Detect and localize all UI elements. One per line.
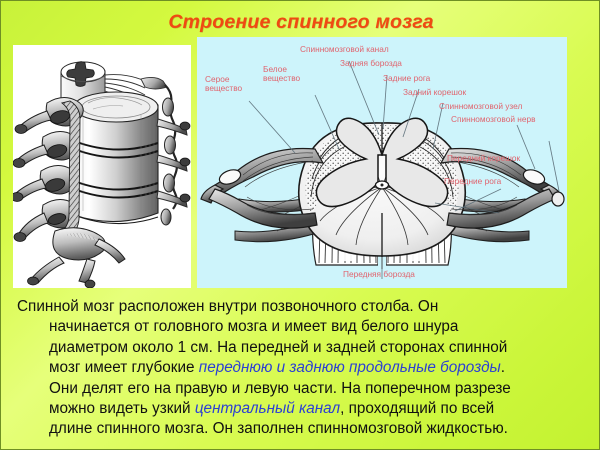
body-term-highlight: переднюю и заднюю продольные борозды <box>198 359 501 377</box>
vertebrae-drawing-svg <box>13 45 191 288</box>
nerve-tips-right <box>179 121 191 203</box>
diagram-label-posterior-horns: Задние рога <box>383 73 431 83</box>
body-line: мозг имеет глубокие переднюю и заднюю пр… <box>17 358 585 378</box>
body-text-run: диаметром около 1 см. На передней и задн… <box>49 338 508 356</box>
diagram-label-posterior-sulcus: Задняя борозда <box>340 58 402 68</box>
vertebral-body-cylinder <box>73 91 159 225</box>
body-text-run: . <box>500 359 506 377</box>
cross-section-svg <box>197 37 567 288</box>
body-term-highlight: центральный канал <box>194 400 341 418</box>
label-leader-lines <box>248 60 560 279</box>
diagram-label-anterior-horns: Передние рога <box>444 176 502 186</box>
body-text-run: начинается от головного мозга и имеет ви… <box>49 318 459 336</box>
body-line: можно видеть узкий центральный канал, пр… <box>17 399 585 419</box>
left-nerve-fibers <box>242 152 314 216</box>
diagram-label-white-matter: Белое вещество <box>263 64 301 84</box>
diagram-label-anterior-sulcus: Передняя борозда <box>343 269 415 279</box>
process-tips <box>13 124 28 242</box>
diagram-label-anterior-root: Передний корешок <box>447 153 521 163</box>
gray-matter-butterfly <box>315 117 449 208</box>
body-line: Спинной мозг расположен внутри позвоночн… <box>17 297 585 317</box>
body-text-run: мозг имеет глубокие <box>49 359 199 377</box>
diagram-label-spinal-nerve: Спинномозговой нерв <box>451 114 536 124</box>
body-line: диаметром около 1 см. На передней и задн… <box>17 338 585 358</box>
body-line: Они делят его на правую и левую части. Н… <box>17 379 585 399</box>
body-line: длине спинного мозга. Он заполнен спинно… <box>17 419 585 439</box>
body-text-run: Они делят его на правую и левую части. Н… <box>49 379 511 397</box>
diagram-label-gray-matter-line2: вещество <box>205 83 243 94</box>
vertebrae-column-illustration <box>13 45 191 288</box>
spinal-nerves-right <box>156 118 188 208</box>
body-text-run: Спинной мозг расположен внутри позвоночн… <box>17 298 439 315</box>
lower-process-tips <box>27 276 96 288</box>
body-text-run: , проходящий по всей <box>340 400 495 418</box>
diagram-label-white-matter-line1: Белое <box>263 64 287 74</box>
sympathetic-trunk <box>160 84 179 226</box>
left-spinal-nerve-group <box>200 147 325 229</box>
arch-foramina <box>44 110 71 225</box>
page-title: Строение спинного мозга <box>168 11 434 33</box>
central-canal-mark <box>374 180 390 190</box>
body-paragraph: Спинной мозг расположен внутри позвоночн… <box>17 297 585 440</box>
body-text-run: можно видеть узкий <box>49 400 195 418</box>
body-text-run: длине спинного мозга. Он заполнен спинно… <box>49 420 508 438</box>
diagram-label-spinal-ganglion: Спинномозговой узел <box>439 101 523 111</box>
diagram-label-central-canal: Спинномозговой канал <box>300 44 389 54</box>
right-spinal-nerve-group <box>439 147 565 229</box>
right-nerve-fibers <box>450 152 522 216</box>
body-line: начинается от головного мозга и имеет ви… <box>17 317 585 337</box>
lower-vertebra <box>30 227 126 284</box>
diagram-label-posterior-root: Задний корешок <box>403 87 467 97</box>
diagram-label-gray-matter-line1: Серое <box>205 74 230 84</box>
spinal-cord-cross-section: Спинномозговой канал Задняя борозда Задн… <box>197 37 567 288</box>
cord-cross-section-body <box>297 117 467 257</box>
diagram-label-gray-matter: Серое вещество <box>205 74 243 94</box>
diagram-label-white-matter-line2: вещество <box>263 73 301 84</box>
